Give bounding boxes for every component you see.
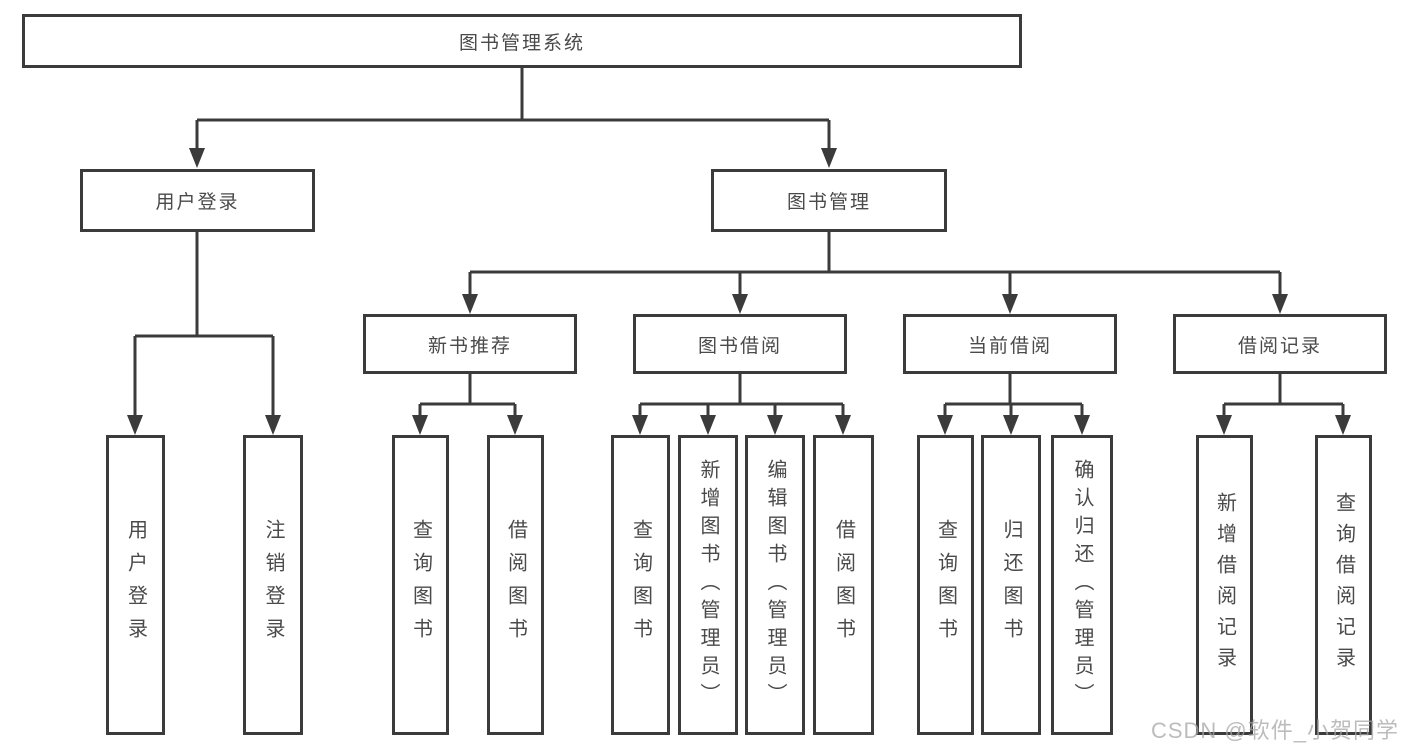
- leaf-borrow-books-recommend: 借阅图书: [487, 435, 544, 735]
- leaf-edit-books-admin: 编辑图书（管理员）: [745, 435, 805, 735]
- node-user-login: 用户登录: [80, 169, 315, 232]
- leaf-borrow-books-recommend-label: 借阅图书: [504, 519, 527, 651]
- leaf-edit-books-admin-label: 编辑图书（管理员）: [764, 459, 786, 711]
- leaf-logout: 注销登录: [243, 435, 303, 735]
- leaf-confirm-return-admin-label: 确认归还（管理员）: [1071, 459, 1093, 711]
- node-library-system: 图书管理系统: [22, 14, 1022, 68]
- leaf-add-books-admin: 新增图书（管理员）: [678, 435, 738, 735]
- leaf-query-books-borrowing: 查询图书: [611, 435, 670, 735]
- leaf-query-books-borrowing-label: 查询图书: [629, 519, 652, 651]
- leaf-query-books-recommend-label: 查询图书: [409, 519, 432, 651]
- node-new-book-recommend: 新书推荐: [363, 314, 577, 374]
- leaf-user-login-label: 用户登录: [124, 519, 147, 651]
- node-book-management: 图书管理: [711, 169, 947, 232]
- node-current-borrowing: 当前借阅: [903, 314, 1117, 374]
- leaf-return-books-label: 归还图书: [1000, 519, 1022, 651]
- leaf-add-books-admin-label: 新增图书（管理员）: [697, 459, 719, 711]
- leaf-add-borrow-record: 新增借阅记录: [1196, 435, 1253, 735]
- watermark: CSDN @软件_小贺同学: [1150, 718, 1399, 743]
- leaf-borrow-books-borrowing: 借阅图书: [813, 435, 874, 735]
- leaf-logout-label: 注销登录: [262, 519, 284, 651]
- leaf-query-books-current-label: 查询图书: [934, 519, 957, 651]
- leaf-query-books-recommend: 查询图书: [392, 435, 449, 735]
- leaf-user-login: 用户登录: [106, 435, 165, 735]
- leaf-query-books-current: 查询图书: [917, 435, 974, 735]
- leaf-borrow-books-borrowing-label: 借阅图书: [832, 519, 855, 651]
- leaf-confirm-return-admin: 确认归还（管理员）: [1051, 435, 1113, 735]
- leaf-return-books: 归还图书: [981, 435, 1041, 735]
- leaf-add-borrow-record-label: 新增借阅记录: [1213, 492, 1236, 678]
- node-book-borrowing: 图书借阅: [633, 314, 847, 374]
- leaf-query-borrow-record-label: 查询借阅记录: [1332, 492, 1355, 678]
- leaf-query-borrow-record: 查询借阅记录: [1315, 435, 1372, 735]
- node-borrowing-records: 借阅记录: [1173, 314, 1387, 374]
